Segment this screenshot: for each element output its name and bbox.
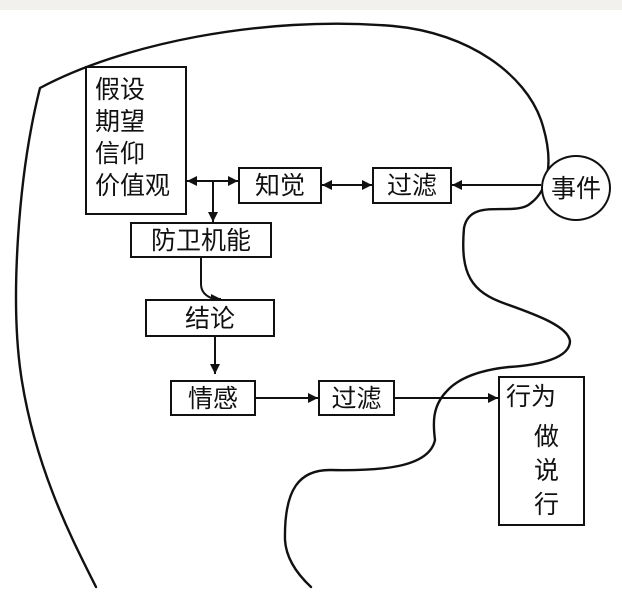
emotion-label: 情感	[187, 383, 238, 413]
event-circle: 事件	[541, 155, 611, 221]
event-label: 事件	[550, 173, 601, 203]
filter-top-label: 过滤	[386, 171, 437, 200]
conclusion-label: 结论	[184, 303, 235, 333]
beliefs-item-expectation: 期望	[95, 107, 146, 136]
beliefs-box: 假设 期望 信仰 价值观	[85, 66, 187, 215]
beliefs-list: 假设 期望 信仰 价值观	[95, 74, 170, 202]
conclusion-box: 结论	[145, 299, 275, 337]
beliefs-item-belief: 信仰	[95, 139, 146, 168]
behavior-item-say: 说	[534, 456, 560, 485]
perception-box: 知觉	[238, 167, 322, 204]
perception-label: 知觉	[254, 171, 305, 200]
arrow-defense-conclusion	[200, 256, 221, 304]
filter-bottom-box: 过滤	[318, 380, 395, 416]
emotion-box: 情感	[170, 380, 256, 416]
behavior-box: 行为 做 说 行	[498, 376, 585, 526]
filter-bottom-label: 过滤	[331, 383, 382, 413]
behavior-item-act: 行	[534, 490, 560, 519]
behavior-item-do: 做	[534, 422, 560, 451]
head-silhouette	[14, 22, 572, 589]
behavior-title: 行为	[506, 382, 557, 411]
filter-top-box: 过滤	[372, 167, 452, 204]
defense-box: 防卫机能	[130, 222, 272, 258]
beliefs-item-assumption: 假设	[95, 75, 146, 104]
top-band	[0, 0, 622, 10]
defense-label: 防卫机能	[150, 225, 251, 255]
beliefs-item-values: 价值观	[95, 171, 171, 200]
